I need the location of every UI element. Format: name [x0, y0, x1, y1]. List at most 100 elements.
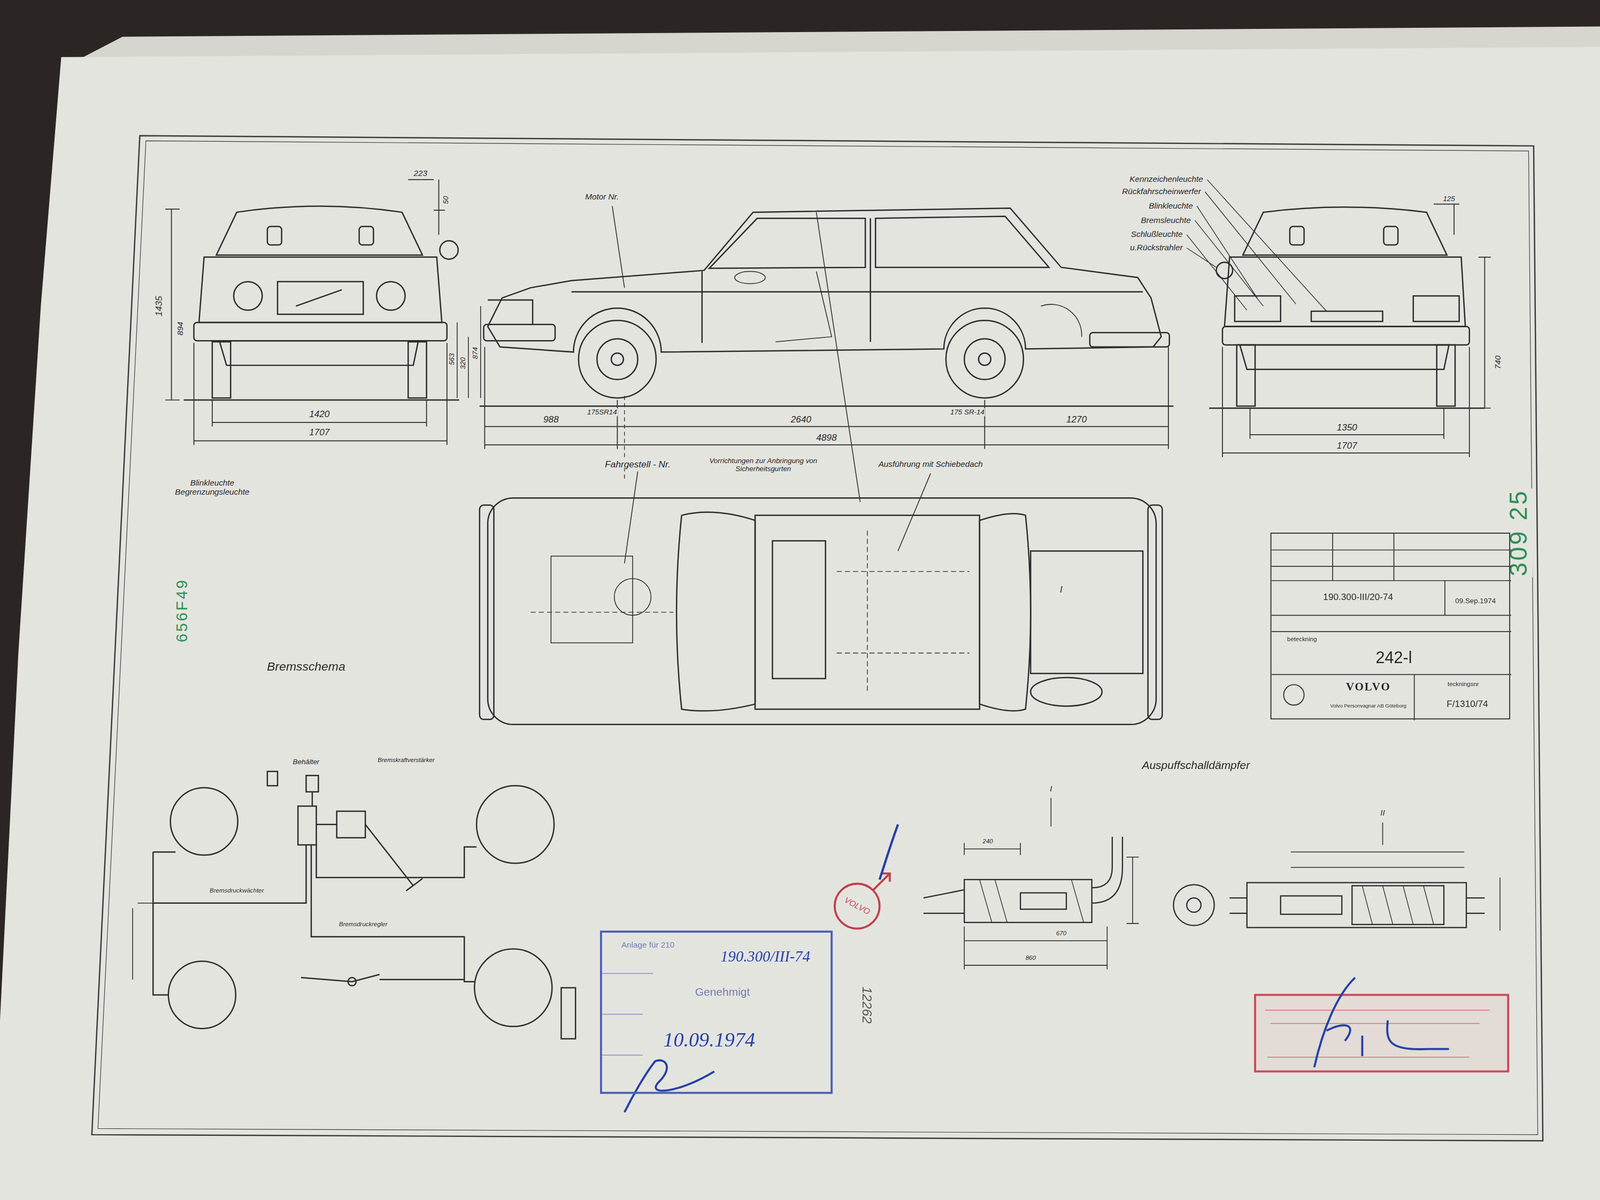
exhaust-muffler-part [964, 879, 1092, 923]
dimension: 740 [1493, 354, 1503, 371]
dimension: 1707 [1335, 440, 1359, 452]
approval-stamps-part [1255, 994, 1509, 1072]
rear-view-part [1289, 226, 1305, 245]
brake-schematic [132, 771, 576, 1040]
dimension: 1350 [1335, 422, 1359, 434]
part-label: Bremsleuchte [1140, 215, 1192, 226]
plan-view-part [550, 556, 633, 643]
front-view-part [216, 205, 423, 256]
front-view-part [233, 281, 263, 311]
dimension: 223 [412, 168, 429, 179]
rear-view-part [1413, 295, 1460, 322]
front-view-part [212, 341, 231, 398]
rear-view-part [1239, 344, 1449, 370]
rear-view-part [1209, 407, 1485, 409]
brake-schematic-part [170, 787, 238, 856]
brake-schematic-part [168, 960, 236, 1029]
table-rule [602, 973, 653, 1056]
drawing-frame-part [91, 135, 1543, 1142]
exhaust-muffler-part [1020, 893, 1067, 910]
tyre-size: 175 SR-14 [949, 408, 986, 417]
brake-schematic-part [132, 903, 153, 980]
side-view-part [875, 216, 1049, 268]
view-title: Auspuffschalldämpfer [1141, 758, 1252, 772]
approval-stamps-part [1265, 1010, 1490, 1058]
node-text: 242-l [1375, 648, 1413, 668]
rear-view-part [1222, 347, 1470, 458]
node-text: Volvo Personvagnar AB Göteborg [1327, 703, 1410, 710]
front-view-part [439, 240, 458, 259]
rear-view-part [1436, 344, 1456, 406]
side-view-part [578, 320, 657, 398]
brake-schematic-part [316, 824, 423, 891]
side-view-part [483, 324, 556, 342]
part-label: Bremsdruckregler [337, 920, 389, 928]
rear-view-part [1433, 204, 1460, 235]
plan-view-part [624, 471, 931, 564]
rear-view [1186, 179, 1491, 458]
node-text: 10.09.1974 [663, 1027, 756, 1052]
plan-view-part [1030, 677, 1103, 706]
rear-view-part [1236, 344, 1256, 406]
title-block: 190.300-III/20-7409.Sep.1974beteckning24… [1270, 532, 1511, 720]
rear-view-part [1242, 206, 1448, 256]
plan-view [479, 471, 1163, 725]
side-view-part [611, 352, 624, 366]
exhaust-muffler-part [1280, 895, 1342, 914]
brake-schematic-part [476, 785, 555, 864]
rear-view-part [1186, 179, 1327, 312]
dimension: 50 [441, 195, 450, 206]
plan-view-part [1030, 550, 1143, 674]
side-view [479, 205, 1174, 502]
approval-stamps-part [1314, 977, 1450, 1068]
exhaust-muffler-part [1290, 851, 1500, 931]
front-view-part [408, 179, 445, 235]
node-text: F/1310/74 [1446, 698, 1488, 710]
side-view-part [1089, 332, 1170, 348]
plan-view-part [530, 530, 970, 694]
exhaust-muffler-part [1091, 836, 1123, 904]
front-view-part [194, 342, 448, 445]
node-text: beteckning [1287, 636, 1317, 644]
part-label: Bremskraftverstärker [376, 756, 436, 764]
paper [0, 26, 1600, 1200]
brake-schematic-part [152, 844, 477, 904]
dimension: 1707 [308, 427, 331, 438]
side-view-part [571, 218, 1144, 343]
approval-stamps [624, 824, 1509, 1113]
approval-stamps-part [624, 1060, 715, 1113]
dimension: 4898 [815, 432, 838, 444]
logo-symbol [1283, 684, 1304, 705]
part-label: Blinkleuchte Begrenzungsleuchte [160, 478, 265, 498]
dimension: 240 [981, 838, 995, 846]
part-label: Schlußleuchte [1129, 229, 1184, 240]
exhaust-muffler-part [1126, 857, 1140, 924]
front-view-part [408, 341, 427, 398]
brake-schematic-part [267, 771, 278, 787]
side-view-part [964, 339, 1005, 380]
plan-view-part [772, 540, 826, 679]
paper-part [0, 47, 1600, 1200]
tyre-size: 175SR14 [586, 408, 619, 417]
node-text: 09.Sep.1974 [1455, 596, 1496, 605]
front-view-part [219, 340, 419, 366]
front-view-part [198, 257, 442, 323]
dimension: 320 [459, 356, 468, 371]
front-view-part [183, 399, 459, 401]
dimension: 1435 [154, 294, 165, 318]
exhaust-muffler-part [1186, 897, 1202, 913]
front-view-part [359, 226, 374, 245]
approval-stamp: Anlage für 210190.300/III-74Genehmigt10.… [600, 930, 833, 1094]
node-text: Genehmigt [695, 985, 751, 999]
brake-schematic-part [474, 949, 552, 1027]
side-view-part [612, 205, 625, 288]
rear-view-part [1311, 311, 1383, 322]
part-label: Vorrichtungen zur Anbringung von Sicherh… [698, 457, 828, 474]
side-view-part [596, 339, 638, 380]
rear-view-part [1478, 257, 1491, 409]
dimension: 1270 [1065, 413, 1088, 425]
drawing-frame-part [97, 140, 1538, 1135]
node-text: teckningsnr [1447, 681, 1480, 689]
approval-stamps-part [834, 883, 880, 929]
part-label: Kennzeichenleuchte [1128, 174, 1204, 185]
